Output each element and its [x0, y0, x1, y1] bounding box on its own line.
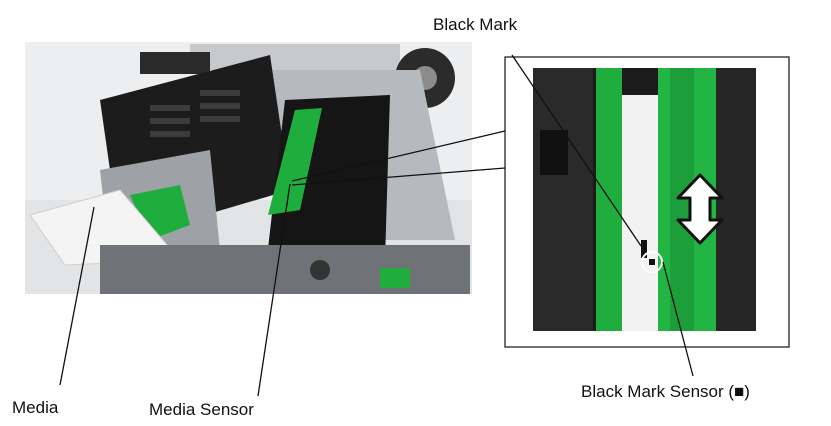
sensor-highlight-circle — [641, 251, 663, 273]
label-media-sensor: Media Sensor — [149, 400, 254, 419]
inset-photo — [533, 68, 756, 331]
double-arrow-icon — [676, 173, 724, 245]
label-black-mark-sensor: Black Mark Sensor (■) — [581, 382, 750, 401]
printer-photo — [25, 42, 472, 294]
label-black-mark: Black Mark — [433, 15, 518, 34]
media-sensor-part — [268, 108, 322, 215]
callout-lines — [59, 54, 694, 397]
label-media: Media — [12, 398, 59, 417]
